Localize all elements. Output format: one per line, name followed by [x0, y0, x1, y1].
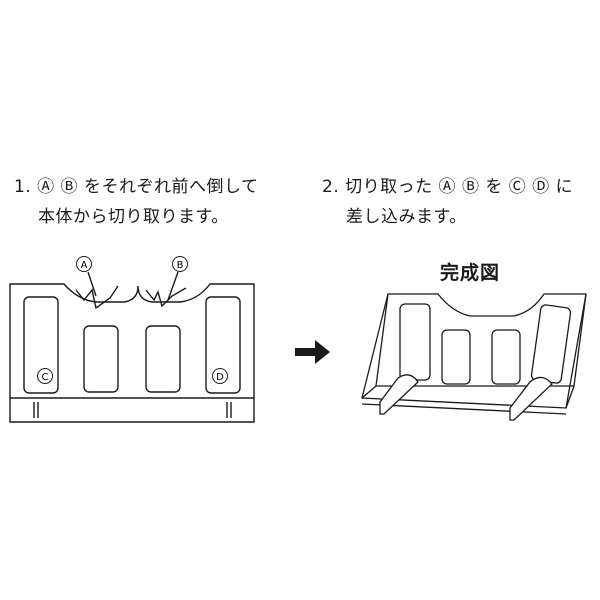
marker-b: B [172, 256, 188, 272]
slot-mid-right [145, 325, 181, 393]
instruction-step-1: 1. Ⓐ Ⓑ をそれぞれ前へ倒して 本体から切り取ります。 [14, 172, 294, 232]
arrow-right-icon [295, 340, 330, 364]
svg-text:D: D [216, 372, 224, 383]
marker-a: A [76, 256, 92, 272]
step-1-line-1: Ⓐ Ⓑ をそれぞれ前へ倒して [37, 177, 259, 197]
sheet-outline [9, 283, 255, 423]
step-1-number: 1. [14, 177, 32, 197]
slot-mid-left [83, 325, 119, 393]
foot-right [509, 376, 553, 421]
stand-slot-mid-left [441, 329, 471, 385]
stand-slot-right [530, 304, 572, 384]
flat-sheet [9, 271, 255, 423]
svg-text:C: C [42, 372, 49, 383]
marker-d: D [212, 368, 228, 384]
instruction-step-2: 2. 切り取った Ⓐ Ⓑ を Ⓒ Ⓓ に 差し込みます。 [322, 172, 592, 232]
foot-left [379, 374, 419, 415]
back-panel [375, 293, 587, 387]
slot-left [23, 296, 59, 394]
stand-slot-left [399, 303, 431, 381]
marker-c: C [37, 368, 53, 384]
svg-text:B: B [177, 260, 184, 271]
completed-figure-title: 完成図 [440, 262, 501, 284]
step-2-line-2: 差し込みます。 [346, 207, 467, 227]
stand-slot-mid-right [491, 329, 521, 385]
svg-text:A: A [81, 260, 88, 271]
step-2-line-1: 切り取った Ⓐ Ⓑ を Ⓒ Ⓓ に [345, 177, 574, 197]
assembled-stand [361, 293, 587, 421]
tab-b [145, 287, 187, 308]
tab-a [75, 285, 119, 310]
step-1-line-2: 本体から切り取ります。 [38, 207, 229, 227]
slot-right [205, 296, 241, 394]
step-2-number: 2. [322, 177, 340, 197]
